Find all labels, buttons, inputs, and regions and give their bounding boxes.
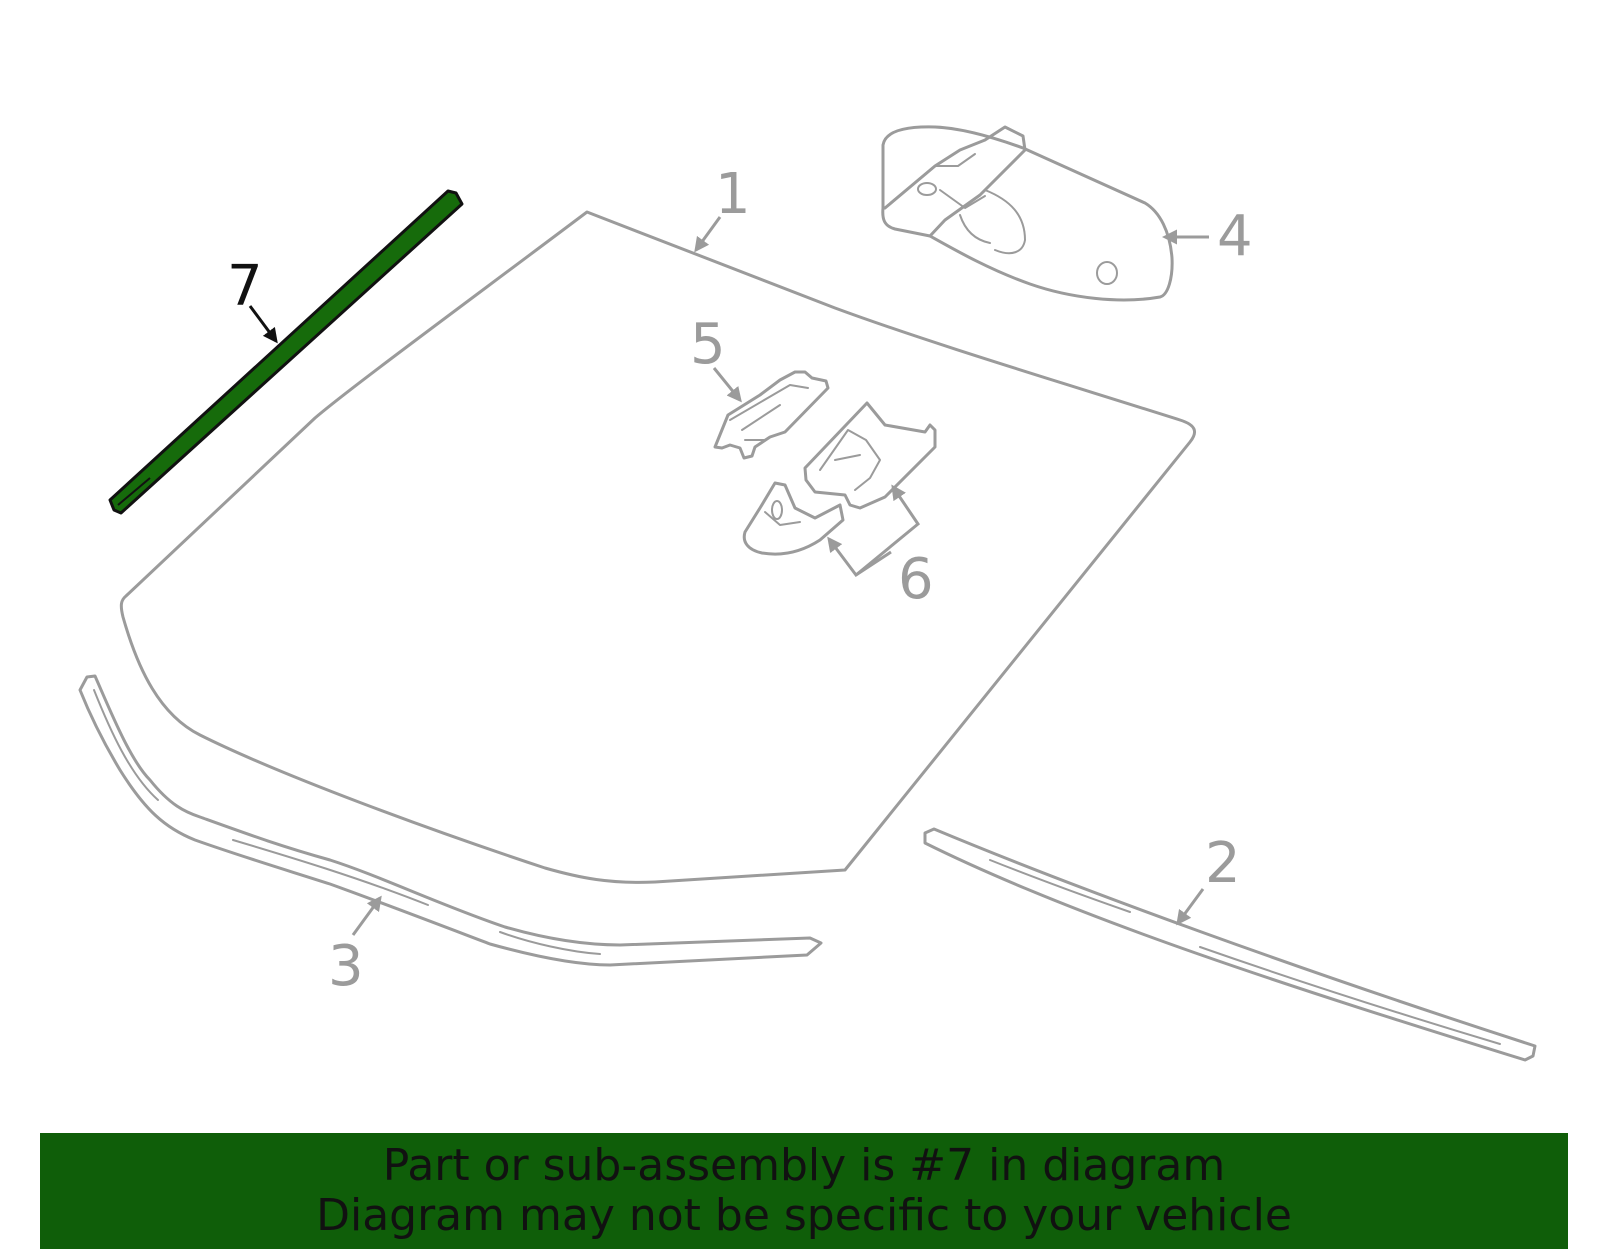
molding-part-3 (78, 674, 823, 967)
leader-line-3 (351, 895, 382, 936)
callout-6: 6 (898, 547, 934, 612)
leader-line-6 (827, 536, 892, 578)
mirror-bracket-part-4 (881, 125, 1174, 302)
leader-line-7 (248, 305, 278, 344)
callout-4: 4 (1217, 204, 1253, 269)
callout-5: 5 (690, 312, 726, 377)
molding-part-2 (923, 827, 1537, 1062)
leader-line-5 (712, 367, 742, 403)
banner-line-disclaimer: Diagram may not be specific to your vehi… (316, 1190, 1292, 1241)
clip-part-5 (713, 370, 830, 460)
info-banner: Part or sub-assembly is #7 in diagram Di… (40, 1133, 1568, 1249)
clips-part-6 (742, 401, 937, 556)
callout-1: 1 (715, 162, 751, 227)
windshield-glass-part-1 (119, 210, 1197, 884)
callout-3: 3 (328, 934, 364, 999)
molding-strip-part-7 (108, 189, 464, 515)
callout-2: 2 (1205, 831, 1241, 896)
callout-7: 7 (227, 254, 263, 319)
banner-line-part-number: Part or sub-assembly is #7 in diagram (382, 1140, 1226, 1191)
leader-line-1 (694, 216, 722, 253)
leader-line-6b (855, 484, 921, 577)
leader-line-2 (1176, 888, 1205, 926)
